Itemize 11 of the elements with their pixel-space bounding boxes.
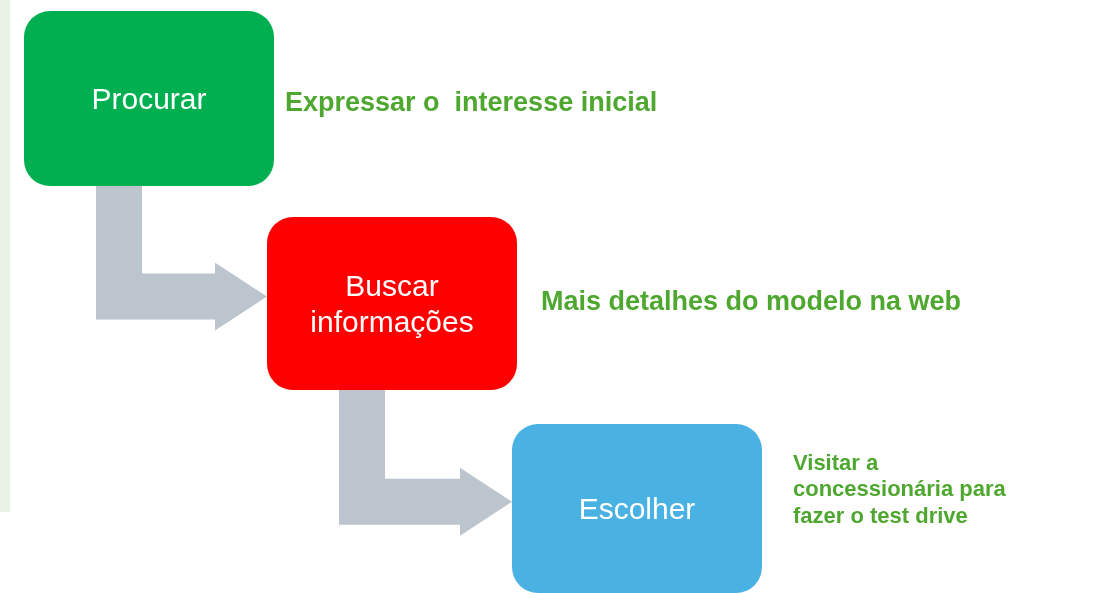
process-box [24,11,274,186]
step-label: Procurar [91,80,207,117]
process-box [512,424,762,593]
bent-arrow [339,390,512,536]
bent-arrow [96,186,267,331]
step-description: Expressar o interesse inicial [285,86,659,119]
step-description: Mais detalhes do modelo na web [541,285,963,318]
process-box [267,217,517,390]
step-description: Visitar a concessionária para fazer o test drive [793,450,1007,530]
step-label: Escolher [578,490,696,527]
step-label: Buscar informações [309,267,475,340]
